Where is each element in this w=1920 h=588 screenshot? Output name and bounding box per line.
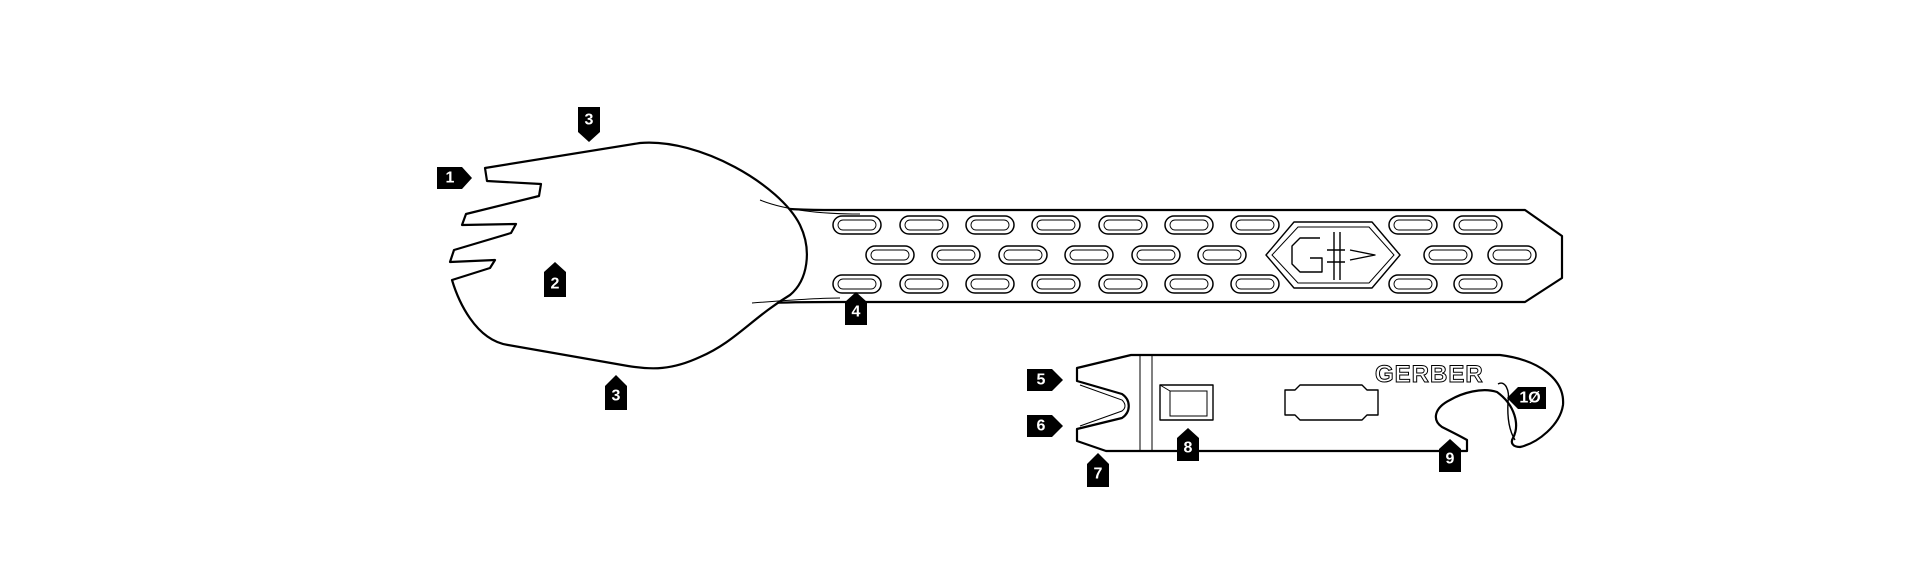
callout-label: 8 bbox=[1184, 440, 1193, 457]
spork-head bbox=[448, 141, 808, 370]
callout-10: 1Ø bbox=[1507, 387, 1546, 409]
handle-slot bbox=[1230, 215, 1280, 235]
multi-tool-slot bbox=[1284, 384, 1379, 421]
callout-5: 5 bbox=[1027, 369, 1063, 391]
handle-slot bbox=[1487, 245, 1537, 265]
callout-4: 4 bbox=[845, 292, 867, 325]
callout-8: 8 bbox=[1177, 428, 1199, 461]
callout-label: 3 bbox=[612, 388, 621, 405]
callout-9: 9 bbox=[1439, 439, 1461, 472]
callout-3-top: 3 bbox=[578, 107, 600, 142]
handle-slot bbox=[1098, 274, 1148, 294]
spork-tool bbox=[448, 141, 1564, 370]
spork-neck-bevel bbox=[751, 199, 861, 304]
handle-slot bbox=[1388, 215, 1438, 235]
handle-slot bbox=[1131, 245, 1181, 265]
handle-slot bbox=[965, 215, 1015, 235]
handle-slot bbox=[1230, 274, 1280, 294]
callout-label: 6 bbox=[1037, 418, 1046, 435]
handle-slot bbox=[998, 245, 1048, 265]
callout-label: 3 bbox=[585, 112, 594, 129]
multi-tool: GERBER bbox=[1075, 353, 1565, 453]
handle-slot bbox=[1031, 215, 1081, 235]
callout-label: 4 bbox=[852, 304, 861, 321]
handle-slot bbox=[865, 245, 915, 265]
handle-slot bbox=[1098, 215, 1148, 235]
callout-6: 6 bbox=[1027, 415, 1063, 437]
callout-label: 7 bbox=[1094, 466, 1103, 483]
handle-slot bbox=[1197, 245, 1247, 265]
handle-slot bbox=[832, 215, 882, 235]
handle-slot bbox=[1164, 215, 1214, 235]
handle-slot bbox=[899, 274, 949, 294]
handle-slot bbox=[1164, 274, 1214, 294]
callout-label: 1Ø bbox=[1519, 390, 1540, 407]
slot-row-top bbox=[832, 215, 1503, 235]
brand-emblem-icon bbox=[1265, 221, 1401, 289]
slot-row-middle bbox=[865, 245, 1537, 265]
handle-slot bbox=[965, 274, 1015, 294]
handle-slot bbox=[1453, 215, 1503, 235]
callout-3-bottom: 3 bbox=[605, 375, 627, 410]
handle-slot bbox=[931, 245, 981, 265]
multi-tool-v-notch bbox=[1079, 384, 1126, 427]
handle-slot bbox=[1064, 245, 1114, 265]
callout-2: 2 bbox=[544, 262, 566, 297]
hook-tab bbox=[1497, 382, 1516, 441]
handle-slot bbox=[1453, 274, 1503, 294]
slot-row-bottom bbox=[832, 274, 1503, 294]
callout-1: 1 bbox=[437, 167, 472, 189]
multi-tool-body bbox=[1075, 353, 1565, 453]
handle-slot bbox=[1388, 274, 1438, 294]
brand-text: GERBER bbox=[1375, 361, 1484, 388]
callout-label: 2 bbox=[551, 276, 560, 293]
handle-slot bbox=[1031, 274, 1081, 294]
hex-wrench-icon bbox=[1159, 384, 1214, 421]
handle-slot bbox=[1423, 245, 1473, 265]
callout-7: 7 bbox=[1087, 453, 1109, 487]
handle-slot bbox=[899, 215, 949, 235]
callout-label: 1 bbox=[446, 170, 455, 187]
handle-slot bbox=[832, 274, 882, 294]
callout-label: 5 bbox=[1037, 372, 1046, 389]
callout-label: 9 bbox=[1446, 451, 1455, 468]
